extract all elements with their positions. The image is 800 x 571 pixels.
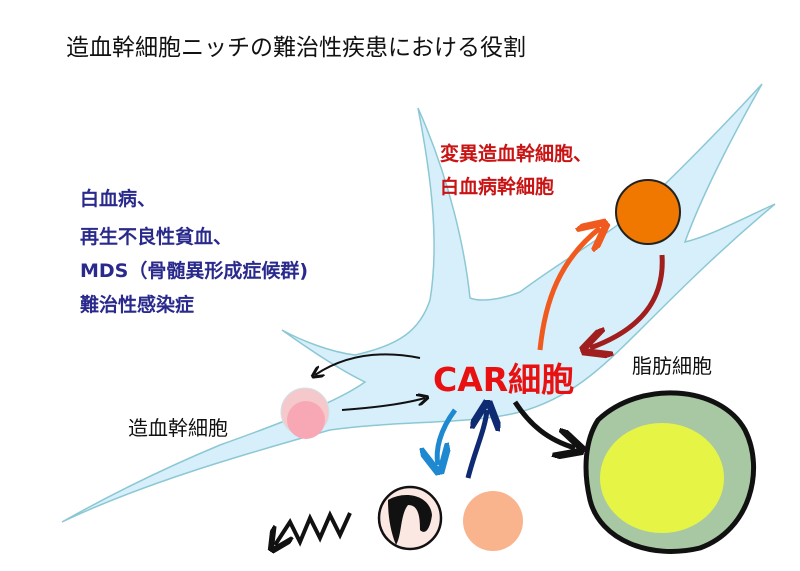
osteoclast-nucleus [388, 495, 432, 545]
mutant-cell-label: 白血病幹細胞 [440, 176, 555, 198]
arrow-peach-to-car [465, 410, 487, 479]
adipocyte-label: 脂肪細胞 [632, 354, 712, 378]
disease-item: 白血病、 [80, 188, 157, 210]
arrow-car-to-mutant [537, 228, 600, 351]
hsc-cell [287, 401, 325, 439]
arrow-car-to-osteoclast [437, 408, 458, 465]
arrow-car-to-hsc [315, 353, 421, 375]
adipocyte-lipid [600, 423, 724, 533]
disease-item: 再生不良性貧血、 [80, 226, 233, 248]
car-cell-label: CAR細胞 [433, 360, 575, 399]
disease-item: MDS（骨髄異形成症候群) [80, 260, 309, 282]
page-title: 造血幹細胞ニッチの難治性疾患における役割 [66, 35, 526, 61]
arrow-mutant-to-car [590, 254, 665, 348]
arrow-hsc-to-car [341, 398, 425, 411]
arrow-car-to-adipocyte [512, 400, 575, 448]
mutant-cell-label: 変異造血幹細胞、 [440, 143, 593, 165]
wavy-arrow [275, 510, 352, 545]
peach-cell [463, 491, 523, 551]
mutant-stem-cell [615, 179, 681, 245]
hsc-label: 造血幹細胞 [128, 416, 228, 440]
disease-item: 難治性感染症 [80, 294, 195, 316]
